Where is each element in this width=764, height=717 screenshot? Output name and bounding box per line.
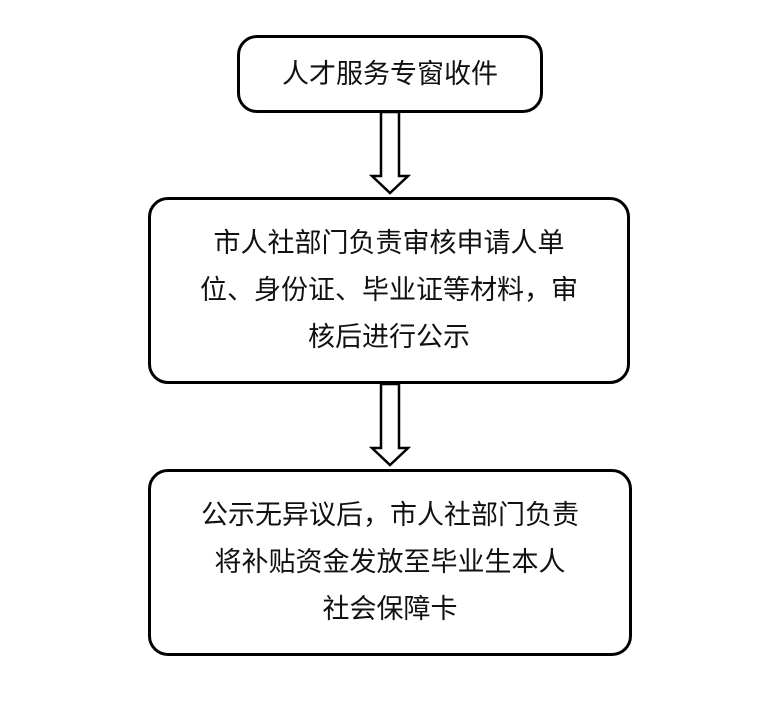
step-3-line: 社会保障卡 bbox=[322, 594, 458, 625]
step-3-line: 公示无异议后，市人社部门负责 bbox=[201, 500, 579, 531]
step-2-line: 位、身份证、毕业证等材料，审 bbox=[200, 275, 578, 306]
step-2-line: 市人社部门负责审核申请人单 bbox=[213, 228, 565, 259]
step-box-2: 市人社部门负责审核申请人单 位、身份证、毕业证等材料，审 核后进行公示 bbox=[148, 197, 630, 384]
step-2-line: 核后进行公示 bbox=[308, 322, 470, 353]
down-arrow-1 bbox=[368, 110, 412, 195]
step-box-1: 人才服务专窗收件 bbox=[237, 35, 543, 113]
step-box-3: 公示无异议后，市人社部门负责 将补贴资金发放至毕业生本人 社会保障卡 bbox=[148, 469, 632, 656]
down-arrow-2 bbox=[368, 382, 412, 467]
step-1-line: 人才服务专窗收件 bbox=[282, 58, 498, 90]
step-3-line: 将补贴资金发放至毕业生本人 bbox=[214, 547, 566, 578]
